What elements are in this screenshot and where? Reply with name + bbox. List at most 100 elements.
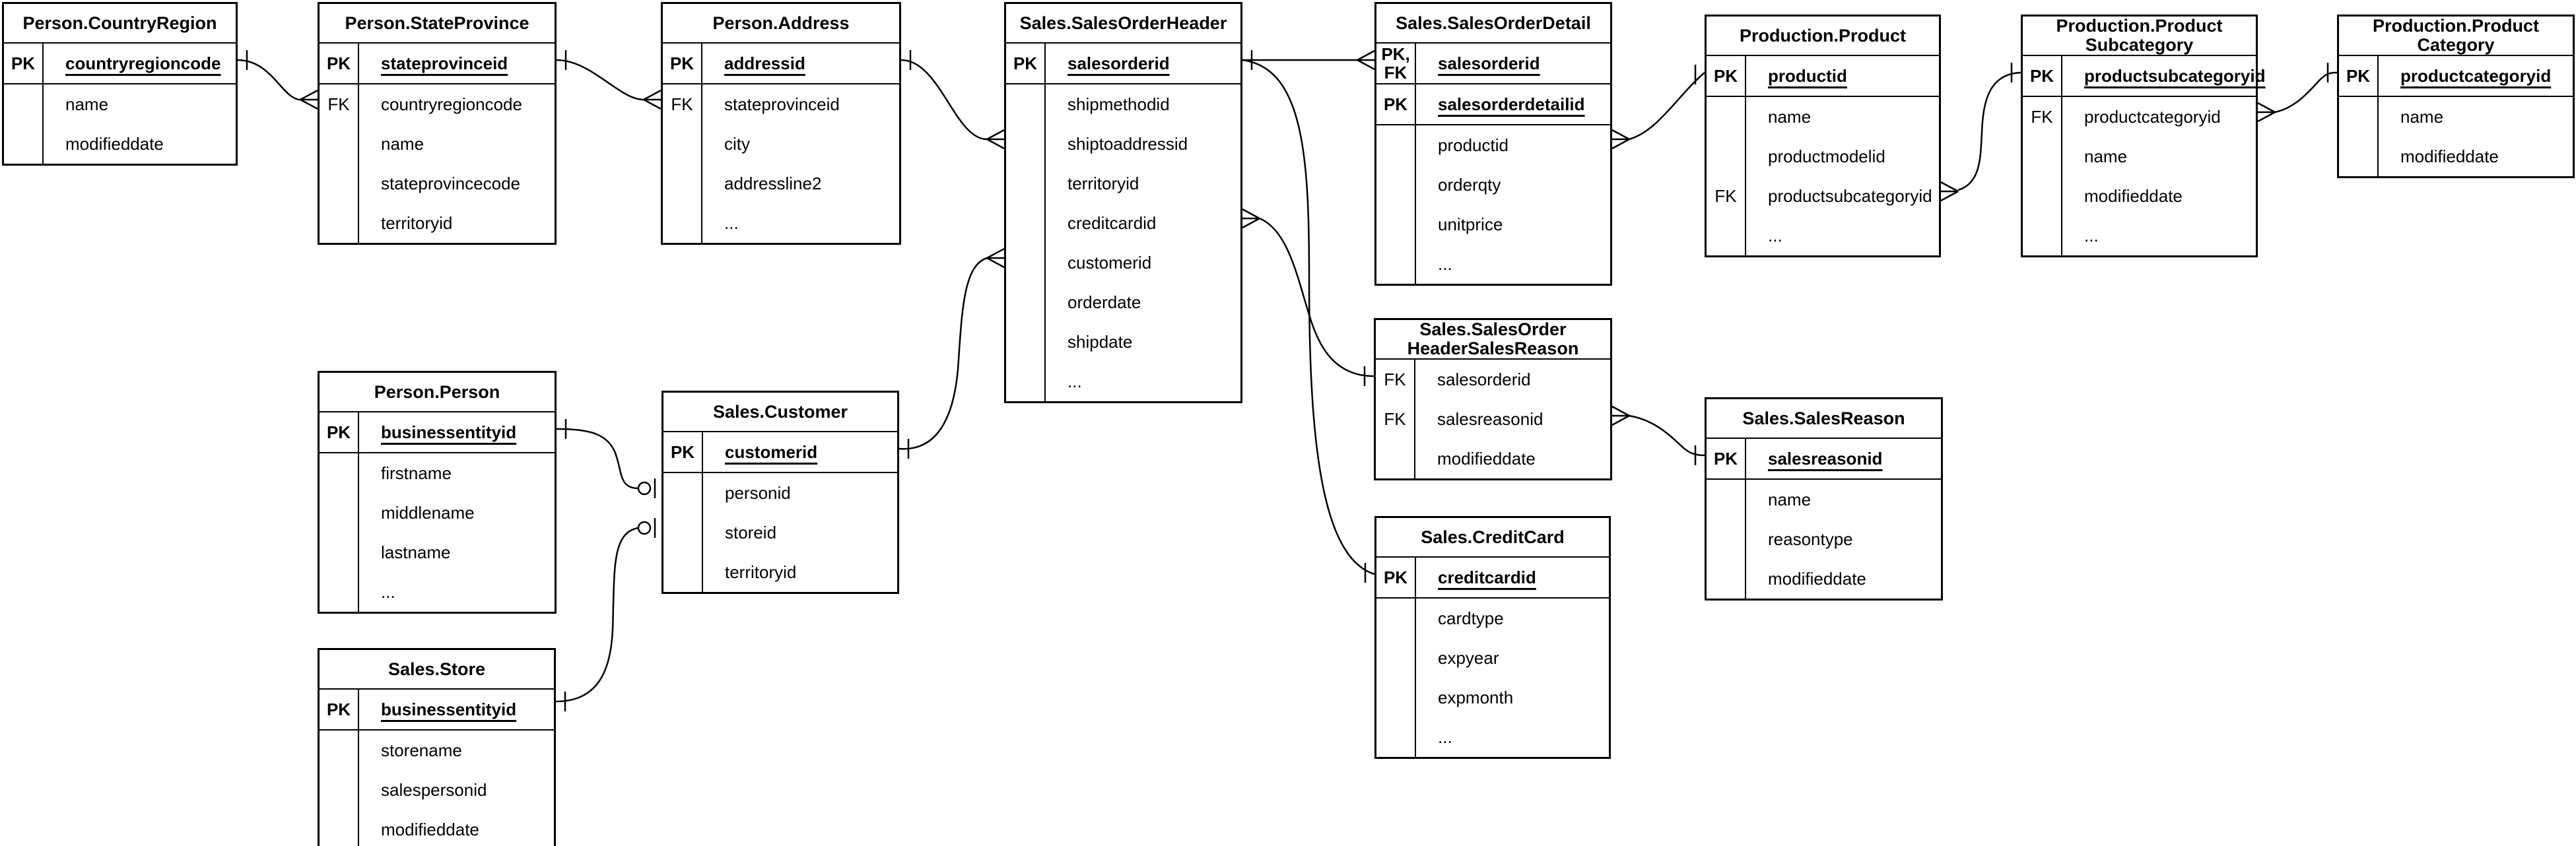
- attribute-name: storeid: [725, 522, 777, 542]
- zero-circle-marker: [637, 521, 652, 535]
- key-label: [1006, 282, 1046, 322]
- attribute-name: productcategoryid: [2400, 65, 2552, 86]
- attribute-row: FK productsubcategoryid: [1707, 176, 1939, 216]
- attribute-name: productmodelid: [1768, 146, 1885, 166]
- key-label: [320, 572, 359, 612]
- key-label: [1376, 638, 1416, 678]
- attribute-name: salesorderid: [1437, 369, 1531, 389]
- entity-title: Sales.SalesOrder HeaderSalesReason: [1407, 319, 1579, 358]
- relationship-line[interactable]: [1957, 71, 2021, 191]
- key-label: [4, 84, 44, 124]
- key-label: [320, 124, 359, 164]
- crowfoot-marker: [1242, 208, 1260, 220]
- relationship-line[interactable]: [555, 527, 639, 703]
- key-label: [1006, 164, 1046, 203]
- attribute-name: countryregioncode: [65, 53, 221, 73]
- relationship-line[interactable]: [556, 59, 644, 101]
- attribute-name: addressline2: [724, 173, 822, 193]
- relationship-line[interactable]: [1259, 217, 1374, 377]
- entity-title: Production.Product Category: [2373, 16, 2539, 55]
- attribute-name: customerid: [1068, 252, 1152, 273]
- crowfoot-marker: [986, 247, 1005, 259]
- attribute-name: stateprovinceid: [724, 94, 840, 114]
- attribute-name: productid: [1768, 65, 1847, 86]
- attribute-row: modifieddate: [2339, 137, 2573, 176]
- attribute-row: modifieddate: [2023, 176, 2256, 216]
- key-label: [663, 473, 703, 513]
- relationship-countryregion-stateprovince: [237, 50, 318, 110]
- relationship-line[interactable]: [1629, 72, 1705, 141]
- key-label: PK, FK: [1376, 44, 1416, 83]
- attribute-row: orderdate: [1006, 282, 1240, 322]
- attribute-name: modifieddate: [2400, 146, 2499, 166]
- key-label: PK: [4, 44, 44, 83]
- attribute-row: customerid: [1006, 243, 1240, 282]
- attribute-name: shiptoaddressid: [1068, 133, 1188, 154]
- key-label: [1006, 84, 1046, 124]
- attribute-name: name: [2400, 106, 2444, 127]
- crowfoot-marker: [300, 98, 318, 110]
- attribute-name: shipmethodid: [1068, 94, 1170, 114]
- relationship-line[interactable]: [1242, 59, 1375, 575]
- attribute-name: ...: [1068, 371, 1082, 391]
- relationship-stateprovince-address: [556, 50, 661, 110]
- attribute-name: productsubcategoryid: [1768, 185, 1932, 206]
- key-label: [1707, 559, 1746, 599]
- relationship-salesorderdetail-product: [1611, 65, 1705, 150]
- attribute-row: name: [1707, 480, 1941, 519]
- attribute-row: name: [2339, 97, 2573, 137]
- attribute-name: territoryid: [381, 212, 453, 233]
- key-label: PK: [2023, 56, 2062, 96]
- key-label: [4, 124, 44, 164]
- attribute-name: countryregioncode: [381, 94, 522, 114]
- relationship-line[interactable]: [2274, 71, 2338, 114]
- key-label: [2023, 216, 2062, 255]
- key-label: [1376, 599, 1416, 638]
- relationship-line[interactable]: [237, 59, 301, 101]
- key-label: [2339, 137, 2379, 176]
- attribute-row: stateprovincecode: [320, 164, 555, 203]
- relationship-line[interactable]: [898, 257, 988, 450]
- key-label: FK: [1707, 176, 1746, 216]
- attribute-name: modifieddate: [65, 133, 164, 154]
- relationship-line[interactable]: [556, 428, 639, 490]
- key-label: [1707, 480, 1746, 519]
- relationship-line[interactable]: [900, 59, 988, 141]
- attribute-row: modifieddate: [4, 124, 236, 164]
- relationship-line[interactable]: [1629, 414, 1705, 457]
- attribute-name: customerid: [725, 441, 818, 462]
- relationship-productsubcategory-productcategory: [2257, 63, 2338, 123]
- relationship-salesorderheader-headersalesreason: [1242, 208, 1374, 386]
